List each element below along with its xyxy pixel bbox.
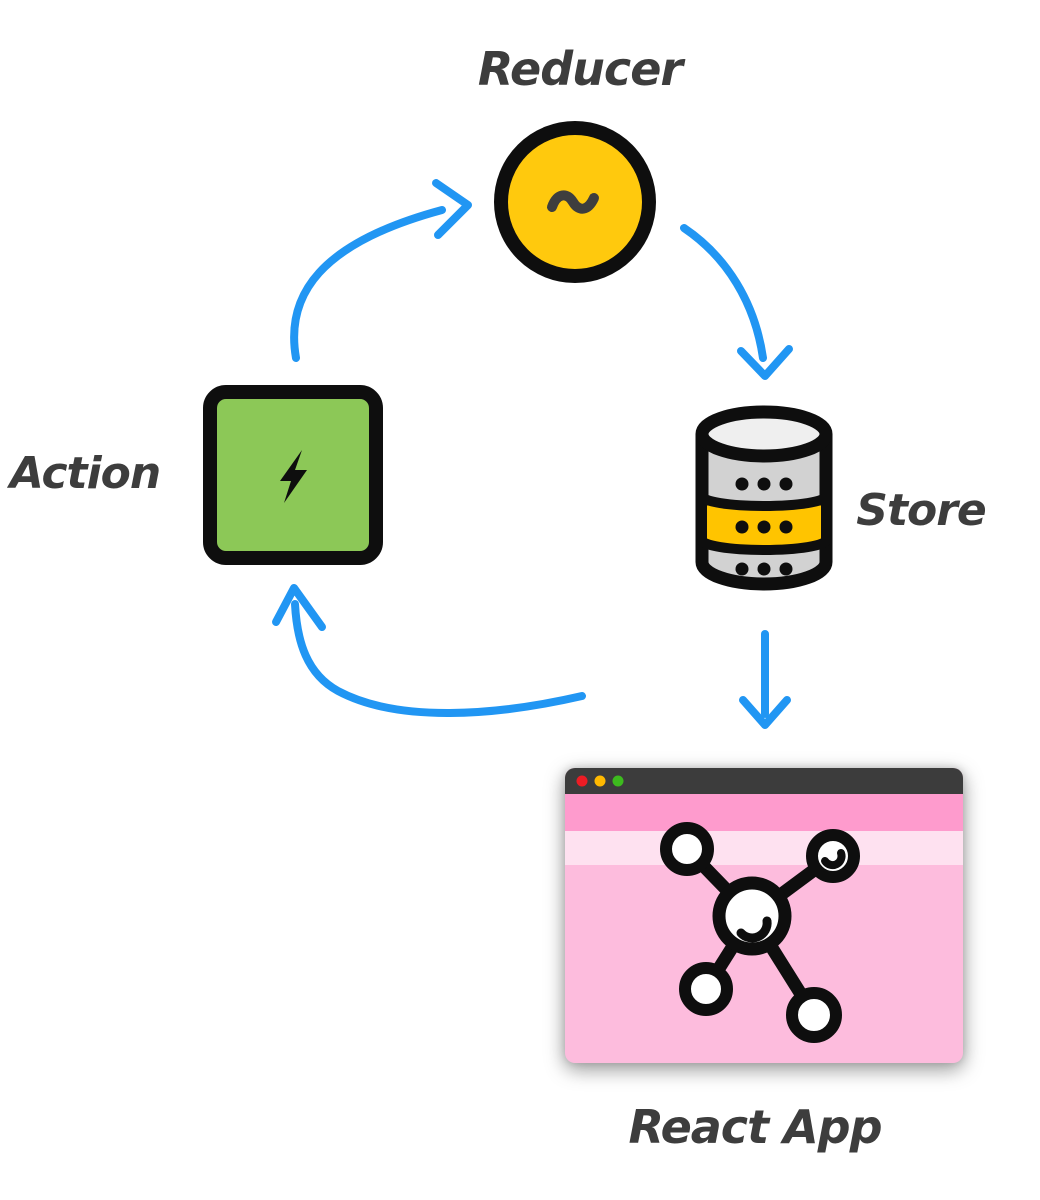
dot xyxy=(779,562,793,576)
zoom-dot-icon xyxy=(612,775,624,787)
browser-titlebar xyxy=(565,768,963,794)
dot xyxy=(757,562,771,576)
molecule-atom xyxy=(660,822,714,876)
arrow-store-to-react-app xyxy=(739,630,791,729)
lightning-bolt-icon xyxy=(280,450,307,503)
close-dot-icon xyxy=(576,775,588,787)
molecule-atom xyxy=(786,987,842,1043)
pink-band-pale xyxy=(565,831,963,865)
browser-window-content xyxy=(565,768,963,1043)
react-app-node xyxy=(565,768,963,1063)
molecule-atom xyxy=(679,962,733,1016)
dot xyxy=(735,562,749,576)
pink-band-bright xyxy=(565,794,963,831)
arrowhead-icon xyxy=(272,584,326,631)
database-top xyxy=(695,405,833,463)
smile-arc xyxy=(821,849,846,870)
smile-arc xyxy=(736,916,772,943)
react-app-label: React App xyxy=(628,1100,882,1154)
store-label: Store xyxy=(856,485,987,536)
minimize-dot-icon xyxy=(594,775,606,787)
arrow-action-to-reducer xyxy=(290,179,472,362)
arrow-react-app-to-action xyxy=(272,584,586,717)
reducer-node xyxy=(494,121,656,283)
database-dots xyxy=(735,477,793,576)
arrow-shaft xyxy=(291,600,586,717)
action-label: Action xyxy=(9,448,161,499)
arrow-shaft xyxy=(680,224,767,362)
dot xyxy=(779,520,793,534)
arrowhead-icon xyxy=(739,696,791,729)
action-node xyxy=(203,385,383,565)
reducer-label: Reducer xyxy=(477,42,683,96)
dot xyxy=(757,520,771,534)
molecule-atom xyxy=(806,829,860,883)
arrowhead-icon xyxy=(737,345,793,380)
molecule-icon xyxy=(660,822,860,1043)
dot xyxy=(757,477,771,491)
arrow-shaft xyxy=(290,206,446,362)
arrow-reducer-to-store xyxy=(680,224,793,380)
tilde-glyph xyxy=(547,190,599,214)
store-node xyxy=(695,405,833,591)
traffic-light-dots xyxy=(576,775,624,787)
dot xyxy=(735,520,749,534)
dot xyxy=(779,477,793,491)
dot xyxy=(735,477,749,491)
arrowhead-icon xyxy=(432,179,472,239)
